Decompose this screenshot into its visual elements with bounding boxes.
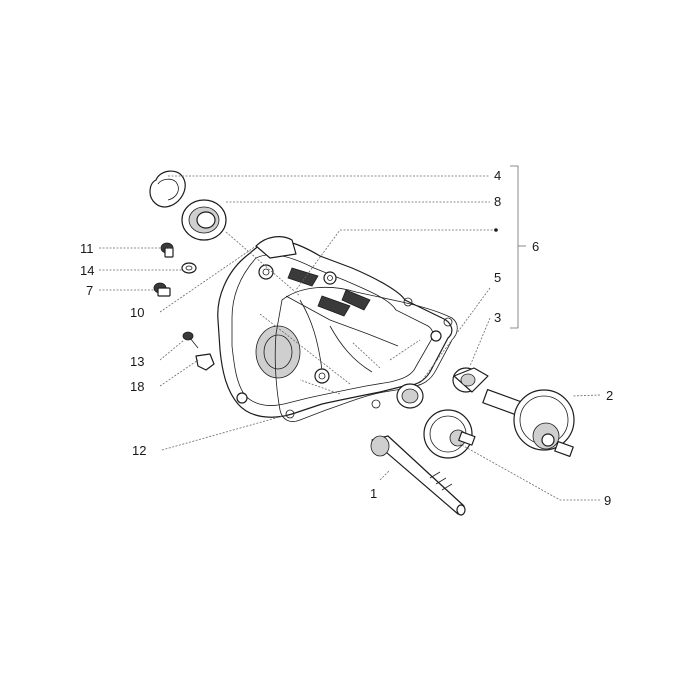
callout-3: 3 — [494, 310, 501, 325]
callout-1: 1 — [370, 486, 377, 501]
bearing-top — [181, 199, 227, 241]
callout-11: 11 — [80, 241, 94, 256]
callout-18: 18 — [130, 379, 144, 394]
callout-4: 4 — [494, 168, 501, 183]
clip-18 — [195, 353, 215, 371]
callout-13: 13 — [130, 354, 144, 369]
circlip — [149, 170, 186, 208]
callout-9: 9 — [604, 493, 611, 508]
housing-gasket — [274, 287, 458, 422]
bearing-3 — [452, 367, 489, 393]
callout-10: 10 — [130, 305, 144, 320]
callout-2: 2 — [606, 388, 613, 403]
gear-shaft-2 — [482, 388, 575, 458]
screw-13 — [182, 331, 199, 349]
screw-11 — [160, 242, 174, 258]
intermediate-gear — [423, 409, 476, 459]
callout-7: 7 — [86, 283, 93, 298]
washer-14 — [181, 262, 197, 274]
callout-8: 8 — [494, 194, 501, 209]
callout-14: 14 — [80, 263, 94, 278]
callout-labels: 4 8 6 5 3 2 9 1 11 14 7 10 13 18 12 — [80, 168, 613, 508]
leader-lines — [99, 175, 601, 501]
callout-5: 5 — [494, 270, 501, 285]
drive-shaft-1 — [370, 435, 466, 516]
group-bracket-6 — [510, 165, 526, 329]
oil-seal — [396, 383, 424, 409]
callout-12: 12 — [132, 443, 146, 458]
gear-housing — [217, 236, 453, 418]
callout-6: 6 — [532, 239, 539, 254]
screw-7 — [153, 282, 171, 297]
